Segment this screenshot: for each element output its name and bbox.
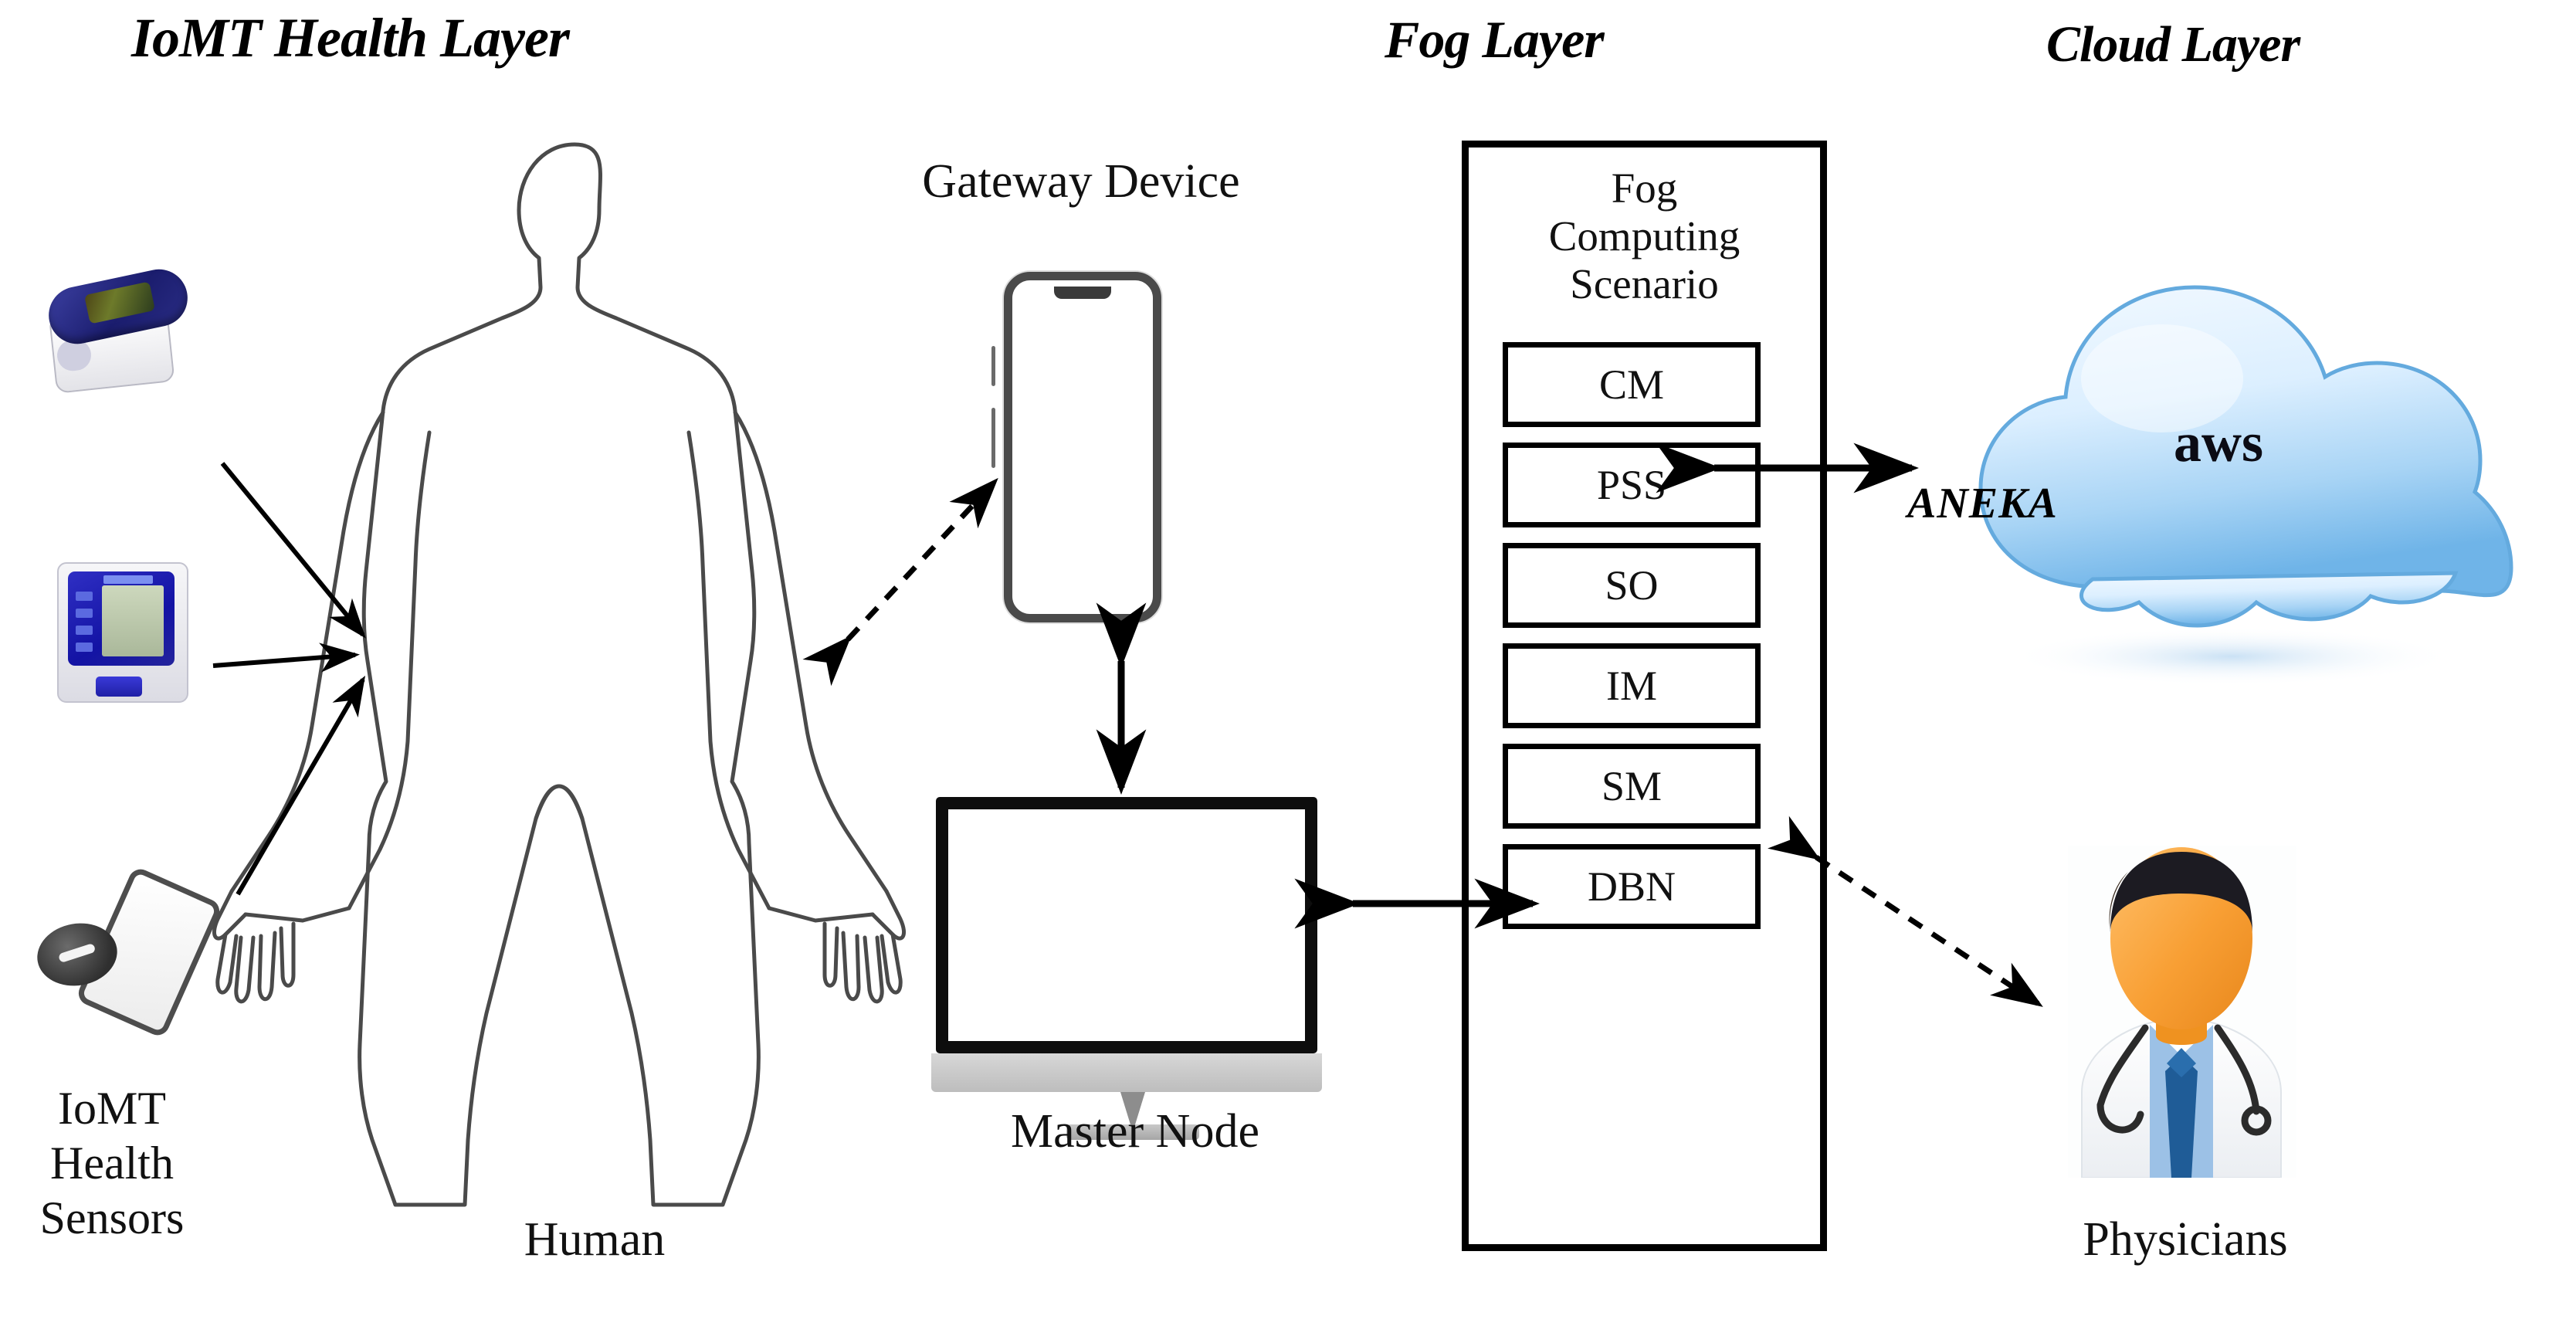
fog-module-so-label: SO	[1605, 562, 1659, 609]
fog-module-dbn[interactable]: DBN	[1503, 844, 1761, 929]
master-node-chin	[931, 1053, 1322, 1092]
arrow-im-to-physician	[1768, 816, 2043, 1007]
aws-logo-text: aws	[2174, 412, 2264, 473]
master-node-device	[931, 797, 1330, 1145]
sensor-pulse-oximeter	[31, 247, 216, 440]
master-node-stand-base	[1066, 1124, 1199, 1140]
bp-monitor-side-keys	[76, 592, 93, 652]
cloud-shape: aws	[1907, 216, 2548, 695]
layer-title-fog: Fog Layer	[1385, 10, 1605, 69]
sensors-label-line-2: Health	[50, 1137, 174, 1189]
fog-module-dbn-label: DBN	[1587, 863, 1676, 910]
physician-avatar	[2054, 846, 2309, 1178]
human-silhouette	[212, 142, 906, 1207]
physician-svg	[2068, 846, 2296, 1178]
fog-computing-header: Fog Computing Scenario	[1469, 164, 1820, 308]
sensors-label: IoMT Health Sensors	[23, 1081, 201, 1245]
cloud-svg	[1978, 285, 2513, 686]
fog-header-line-1: Fog	[1611, 164, 1678, 212]
physician-label: Physicians	[2083, 1213, 2288, 1266]
fog-module-cm-label: CM	[1598, 361, 1665, 408]
fog-module-pss[interactable]: PSS	[1503, 443, 1761, 527]
fog-header-line-2: Computing	[1548, 212, 1740, 260]
master-node-screen	[936, 797, 1317, 1053]
gateway-phone-body	[1004, 272, 1161, 622]
fog-module-sm[interactable]: SM	[1503, 744, 1761, 829]
gateway-device-label: Gateway Device	[922, 155, 1240, 208]
arrow-oximeter-to-human	[220, 462, 366, 639]
gateway-phone-power-button	[991, 408, 995, 468]
fog-module-pss-label: PSS	[1596, 462, 1667, 508]
gateway-device	[991, 272, 1161, 622]
layer-title-iomt: IoMT Health Layer	[131, 7, 570, 69]
fog-module-cm[interactable]: CM	[1503, 342, 1761, 427]
arrow-human-to-gateway	[802, 477, 998, 687]
gateway-phone-notch	[1054, 287, 1111, 299]
arrow-bp-to-human	[212, 643, 360, 673]
fog-header-line-3: Scenario	[1570, 260, 1719, 308]
sensor-connection-arrows	[212, 462, 366, 896]
aneka-label: ANEKA	[1907, 480, 2058, 527]
master-node-label: Master Node	[1011, 1105, 1259, 1158]
human-label: Human	[524, 1213, 666, 1266]
gateway-phone-volume-button	[991, 346, 995, 386]
fog-module-im[interactable]: IM	[1503, 643, 1761, 728]
fog-module-sm-label: SM	[1601, 763, 1663, 809]
arrow-glucose-to-human	[236, 675, 366, 896]
fog-module-so[interactable]: SO	[1503, 543, 1761, 628]
fog-computing-container: Fog Computing Scenario CM PSS SO IM SM D…	[1462, 141, 1827, 1251]
sensors-label-line-1: IoMT	[58, 1083, 166, 1134]
layer-title-cloud: Cloud Layer	[2046, 16, 2300, 73]
bp-monitor-start-button	[96, 677, 142, 697]
bp-monitor-brand-strip	[103, 575, 153, 584]
fog-module-im-label: IM	[1606, 663, 1657, 709]
sensor-smartphone-glucose	[29, 865, 230, 1044]
bp-monitor-lcd-display	[102, 585, 164, 656]
sensors-label-line-3: Sensors	[39, 1192, 185, 1243]
sensor-blood-pressure-monitor	[48, 554, 202, 717]
